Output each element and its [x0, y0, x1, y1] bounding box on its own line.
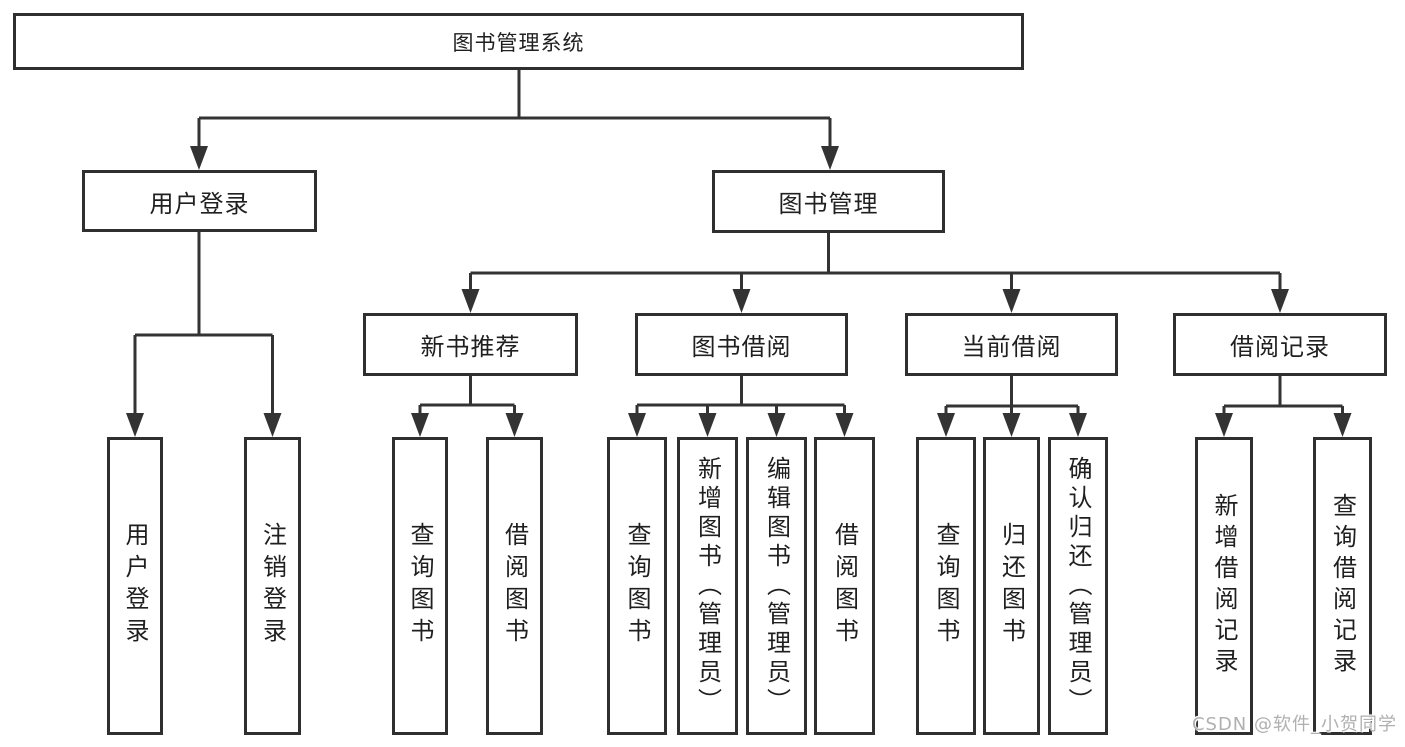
arrowhead-icon — [1002, 289, 1021, 313]
arrowhead-icon — [1333, 413, 1352, 437]
leaf-borrow-books: 借阅图书 — [486, 437, 543, 735]
arrowhead-icon — [698, 413, 717, 437]
leaf-query-books: 查询图书 — [607, 437, 667, 735]
node-book-borrow: 图书借阅 — [635, 313, 848, 376]
arrowhead-icon — [835, 413, 854, 437]
connector-borrow-records-children — [1215, 376, 1352, 437]
arrowhead-icon — [411, 413, 429, 437]
connector-current-borrow-children — [937, 376, 1087, 437]
arrowhead-icon — [263, 413, 282, 437]
leaf-edit-books-admin: 编辑图书（管理员） — [746, 437, 807, 735]
leaf-borrow-books: 借阅图书 — [814, 437, 875, 735]
connector-book-borrow-children — [628, 376, 854, 437]
leaf-query-borrow-record: 查询借阅记录 — [1313, 437, 1372, 735]
connector-user-login-children — [126, 232, 282, 437]
leaf-user-login: 用户登录 — [107, 437, 163, 735]
leaf-add-books-admin: 新增图书（管理员） — [677, 437, 738, 735]
leaf-add-borrow-record: 新增借阅记录 — [1195, 437, 1253, 735]
connector-new-book-recommend-children — [411, 376, 524, 437]
node-current-borrow: 当前借阅 — [905, 313, 1118, 376]
leaf-query-books: 查询图书 — [916, 437, 976, 735]
node-user-login: 用户登录 — [82, 170, 317, 232]
connector-book-management-children — [461, 233, 1289, 313]
node-borrow-records: 借阅记录 — [1173, 313, 1387, 376]
arrowhead-icon — [767, 413, 786, 437]
watermark: CSDN @软件_小贺同学 — [1191, 714, 1397, 735]
connector-root-to-level2 — [190, 70, 839, 170]
arrowhead-icon — [190, 146, 208, 170]
leaf-query-books: 查询图书 — [392, 437, 448, 735]
node-book-management: 图书管理 — [712, 170, 945, 233]
arrowhead-icon — [628, 413, 646, 437]
arrowhead-icon — [126, 413, 144, 437]
node-new-book-recommend: 新书推荐 — [363, 313, 578, 376]
arrowhead-icon — [505, 413, 524, 437]
arrowhead-icon — [732, 289, 751, 313]
arrowhead-icon — [1002, 413, 1021, 437]
leaf-confirm-return-admin: 确认归还（管理员） — [1048, 437, 1108, 735]
arrowhead-icon — [937, 413, 955, 437]
arrowhead-icon — [1069, 413, 1087, 437]
arrowhead-icon — [1271, 289, 1289, 313]
leaf-logout: 注销登录 — [244, 437, 301, 735]
leaf-return-books: 归还图书 — [983, 437, 1040, 735]
arrowhead-icon — [461, 289, 480, 313]
arrowhead-icon — [821, 146, 839, 170]
node-root: 图书管理系统 — [13, 13, 1024, 70]
arrowhead-icon — [1215, 413, 1233, 437]
